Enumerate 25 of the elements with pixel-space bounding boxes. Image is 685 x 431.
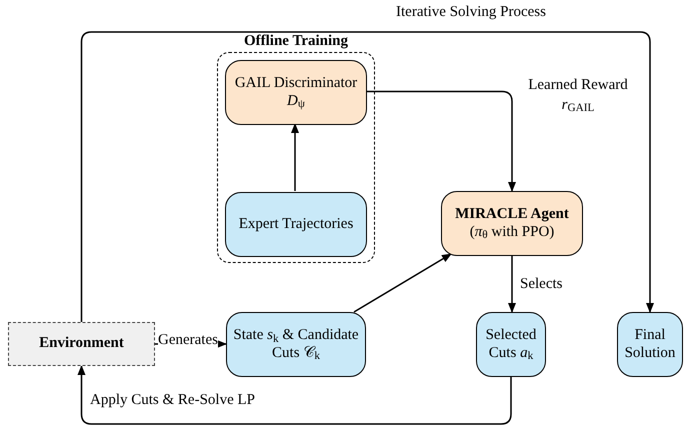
edge-label: Apply Cuts & Re-Solve LP [90,391,256,410]
node-text: State s$_{k}$ & Candidate Cuts 𝒞$_{k}$ [232,327,360,362]
process-box [225,192,367,257]
edge-label: Generates [158,331,218,350]
edge-label: Iterative Solving Process [396,3,546,22]
group-heading: Offline Training [242,32,350,51]
node-text: Selected Cuts a$_{k}$ [484,327,538,362]
arrow [78,365,512,425]
arrow [80,31,654,322]
arrow [366,90,516,192]
arrow [508,256,516,313]
process-box [226,312,366,377]
process-box [441,191,583,256]
node-text: (π$_{θ}$ with PPO) [470,224,554,241]
node-text: Final Solution [624,327,676,362]
process-box [476,312,546,377]
process-box [617,312,683,377]
node-text: Environment [39,335,124,353]
node-text: Expert Trajectories [238,216,354,234]
node-text: GAIL Discriminator D$_{ψ}$ [234,75,358,110]
arrow [354,253,452,313]
process-box [225,60,367,125]
environment-box [8,322,155,366]
node-text: MIRACLE Agent [455,206,569,224]
arrow [291,123,299,191]
